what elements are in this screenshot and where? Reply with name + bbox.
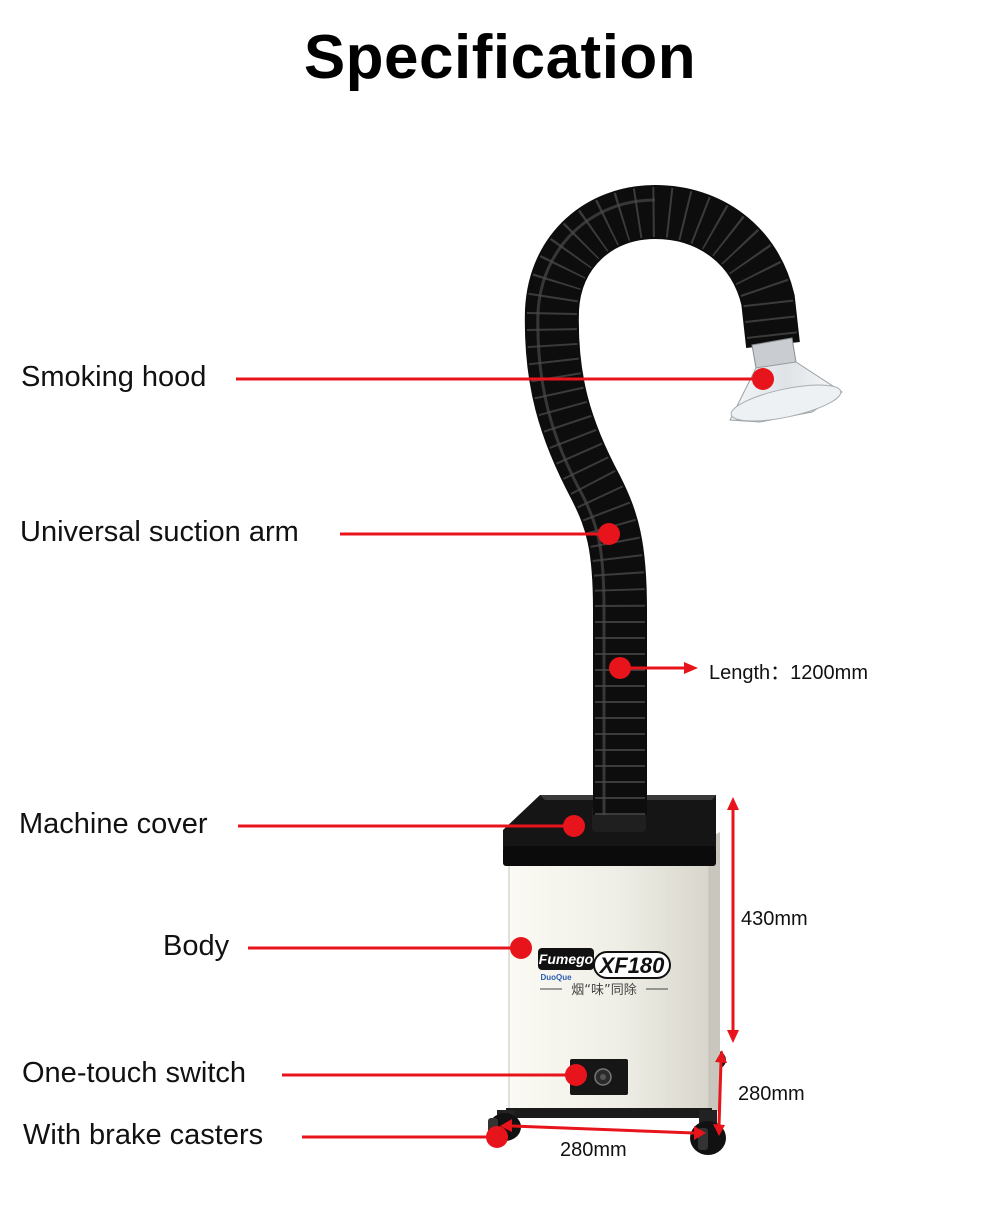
depth-value: 280mm	[738, 1083, 805, 1105]
depth-dimension-arrow	[713, 1050, 727, 1136]
model-name: XF180	[598, 953, 666, 978]
smoking-hood	[729, 337, 843, 423]
brand-tagline: 烟“味”同除	[571, 983, 636, 998]
switch-panel	[570, 1059, 628, 1095]
label-body: Body	[163, 930, 230, 962]
label-suction-arm: Universal suction arm	[20, 516, 299, 548]
suction-arm-hose	[524, 184, 800, 815]
length-label: Length：	[709, 662, 791, 684]
height-value: 430mm	[741, 908, 808, 930]
callout-suction-arm	[340, 523, 620, 545]
page-title: Specification	[303, 23, 697, 92]
callout-casters	[302, 1126, 508, 1148]
label-smoking-hood: Smoking hood	[21, 361, 207, 393]
width-value: 280mm	[560, 1139, 627, 1161]
label-casters: With brake casters	[23, 1119, 264, 1151]
label-switch: One-touch switch	[22, 1057, 247, 1089]
length-value: 1200mm	[790, 662, 868, 684]
height-dimension-arrow	[727, 797, 739, 1043]
width-dimension-arrow	[500, 1119, 706, 1140]
brand-logo: Fumego DuoQue XF180 烟“味”同除	[538, 948, 671, 998]
callout-machine-cover	[238, 815, 585, 837]
callout-length	[609, 657, 698, 679]
label-machine-cover: Machine cover	[19, 808, 208, 840]
callout-switch	[282, 1064, 587, 1086]
brand-name: Fumego	[539, 951, 594, 967]
length-spec: Length：1200mm	[709, 656, 868, 685]
callout-body	[248, 937, 532, 959]
brand-sub: DuoQue	[540, 973, 572, 982]
callout-smoking-hood	[236, 368, 774, 390]
